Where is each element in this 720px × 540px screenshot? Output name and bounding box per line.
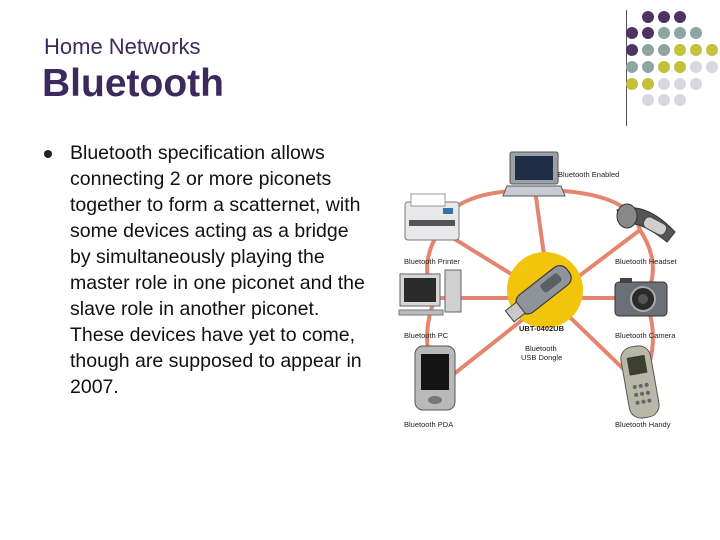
label-bluetooth-handy: Bluetooth Handy xyxy=(615,420,671,429)
pc-icon xyxy=(398,269,462,316)
label-bluetooth-pda: Bluetooth PDA xyxy=(404,420,454,429)
slide-title: Bluetooth xyxy=(42,62,224,105)
label-dongle-line2: USB Dongle xyxy=(521,353,563,362)
label-bluetooth-pc: Bluetooth PC xyxy=(404,331,449,340)
label-bluetooth-camera: Bluetooth Camera xyxy=(615,331,676,340)
label-bluetooth-headset: Bluetooth Headset xyxy=(615,257,677,266)
decorative-dot-grid xyxy=(626,11,718,106)
headset-icon xyxy=(616,203,676,243)
mobile-phone-icon xyxy=(620,345,660,419)
laptop-icon xyxy=(502,151,566,197)
label-dongle-model: UBT-0402UB xyxy=(519,324,565,333)
usb-dongle-hub xyxy=(504,252,583,328)
bullet-text: Bluetooth specification allows connectin… xyxy=(70,142,365,398)
label-dongle-line1: Bluetooth xyxy=(525,344,557,353)
bullet-marker xyxy=(44,150,52,158)
slide-subtitle: Home Networks xyxy=(44,34,201,59)
diagram-graphic xyxy=(398,151,676,419)
label-bluetooth-printer: Bluetooth Printer xyxy=(404,257,460,266)
label-bluetooth-enabled: Bluetooth Enabled xyxy=(558,170,620,179)
pda-icon xyxy=(414,345,456,411)
bluetooth-devices-diagram: Bluetooth Enabled Bluetooth Printer Blue… xyxy=(395,150,695,440)
printer-icon xyxy=(404,193,460,241)
camera-icon xyxy=(614,278,668,317)
